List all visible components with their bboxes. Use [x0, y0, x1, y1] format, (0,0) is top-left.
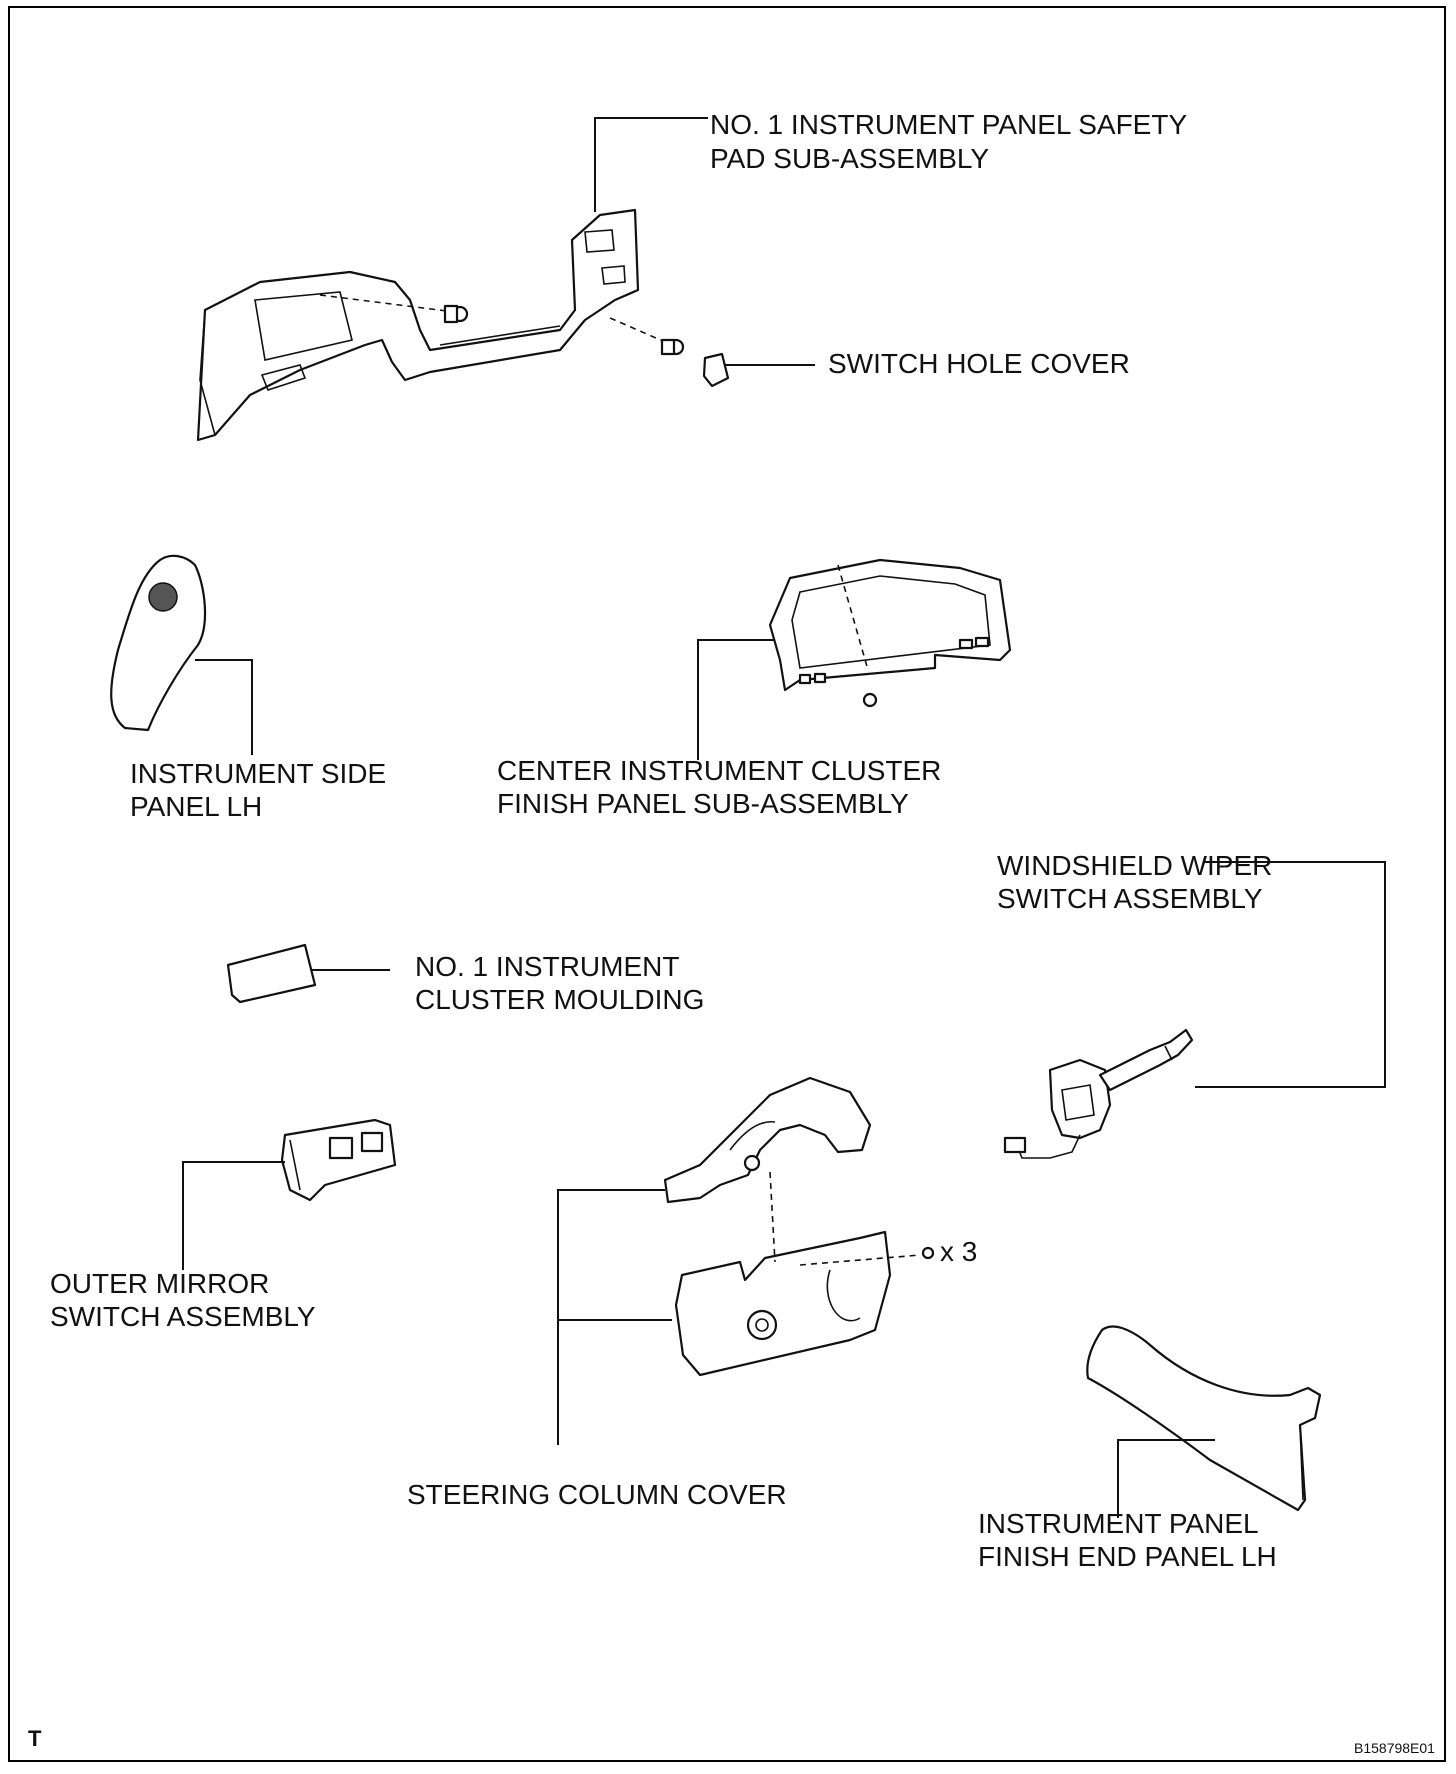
side-panel-drawing [110, 554, 207, 732]
label-side-panel-line1: INSTRUMENT SIDE [130, 758, 387, 789]
figure-code: B158798E01 [1354, 1740, 1435, 1756]
cluster-moulding-drawing [226, 943, 317, 1004]
wiper-switch-drawing [1003, 1028, 1194, 1159]
label-safety-pad-line2: PAD SUB-ASSEMBLY [710, 143, 990, 174]
mirror-switch-drawing [280, 1118, 397, 1202]
label-cluster-finish-line2: FINISH PANEL SUB-ASSEMBLY [497, 788, 909, 819]
corner-mark: T [28, 1726, 42, 1751]
steering-column-cover-drawing [663, 1076, 935, 1377]
label-cluster-moulding-line1: NO. 1 INSTRUMENT [415, 951, 680, 982]
leader-cluster-finish [697, 639, 775, 760]
label-cluster-moulding-line2: CLUSTER MOULDING [415, 984, 705, 1015]
label-side-panel-line2: PANEL LH [130, 791, 263, 822]
leader-steering-cover [557, 1189, 672, 1445]
label-cluster-finish-line1: CENTER INSTRUMENT CLUSTER [497, 755, 942, 786]
switch-hole-cover-drawing [702, 352, 730, 388]
label-end-panel-line2: FINISH END PANEL LH [978, 1541, 1277, 1572]
label-screw-qty: x 3 [940, 1236, 978, 1267]
label-wiper-switch-line1: WINDSHIELD WIPER [997, 850, 1273, 881]
leader-safety-pad [594, 117, 708, 212]
leader-end-panel [1117, 1439, 1215, 1518]
label-safety-pad-line1: NO. 1 INSTRUMENT PANEL SAFETY [710, 109, 1188, 140]
safety-pad-drawing [196, 208, 685, 442]
label-end-panel-line1: INSTRUMENT PANEL [978, 1508, 1259, 1539]
leader-side-panel [195, 659, 253, 755]
label-wiper-switch-line2: SWITCH ASSEMBLY [997, 883, 1263, 914]
label-mirror-switch-line2: SWITCH ASSEMBLY [50, 1301, 316, 1332]
label-steering-cover: STEERING COLUMN COVER [407, 1479, 787, 1510]
leader-mirror-switch [182, 1161, 285, 1270]
leader-wiper-switch [1195, 861, 1386, 1088]
label-mirror-switch-line1: OUTER MIRROR [50, 1268, 270, 1299]
cluster-finish-panel-drawing [768, 558, 1012, 708]
label-switch-hole-cover: SWITCH HOLE COVER [828, 348, 1130, 379]
end-panel-drawing [1086, 1325, 1322, 1512]
